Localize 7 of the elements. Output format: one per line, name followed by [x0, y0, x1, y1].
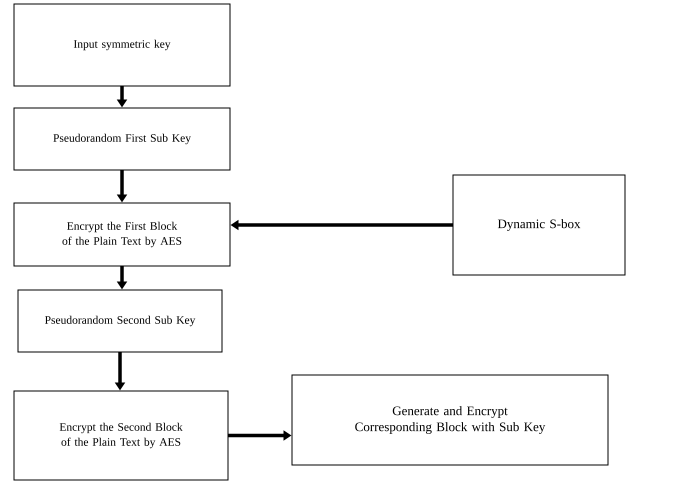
process-box: Encrypt the First Block of the Plain Text by AES [14, 202, 230, 266]
process-box: Generate and Encrypt Corresponding Block with Sub Key [292, 374, 608, 466]
process-box: Dynamic S-box [452, 174, 626, 276]
process-box: Pseudorandom First Sub Key [14, 108, 230, 170]
process-box: Encrypt the Second Block of the Plain Text by AES [14, 390, 228, 480]
process-box: Input symmetric key [14, 4, 230, 86]
process-box: Pseudorandom Second Sub Key [18, 290, 222, 352]
